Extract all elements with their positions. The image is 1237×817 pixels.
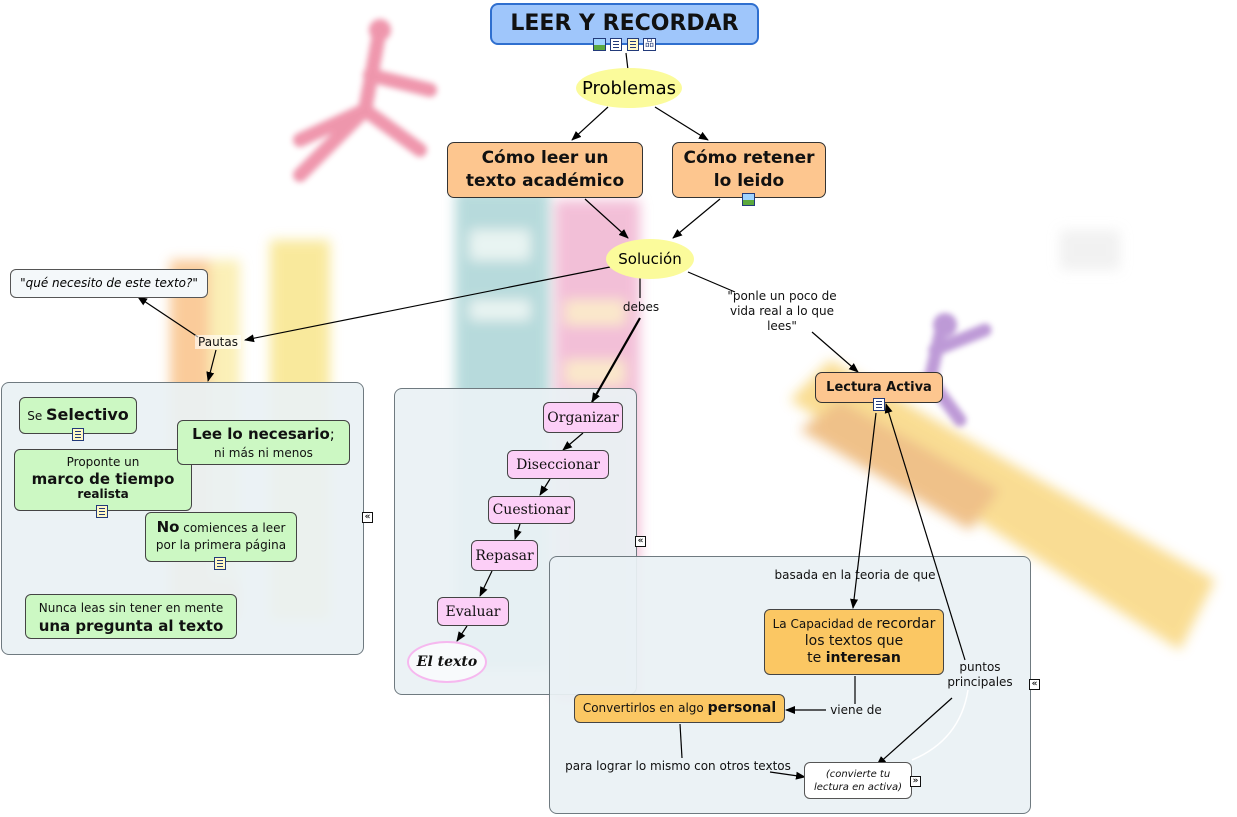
document-icon[interactable] xyxy=(627,38,639,51)
no-comiences-node[interactable]: No comiences a leer por la primera págin… xyxy=(145,512,297,562)
hierarchy-icon[interactable]: 品 xyxy=(643,38,656,51)
solucion-label: Solución xyxy=(618,250,682,268)
root-title: LEER Y RECORDAR xyxy=(510,11,739,36)
el-texto-node[interactable]: El texto xyxy=(407,641,487,683)
expand-convierte-button[interactable]: » xyxy=(910,776,921,787)
como-retener-node[interactable]: Cómo retener lo leido xyxy=(672,142,826,198)
selectivo-node[interactable]: Se Selectivo xyxy=(19,397,137,434)
como-leer-line2: texto académico xyxy=(465,171,625,191)
problemas-label: Problemas xyxy=(582,77,676,99)
pautas-label[interactable]: Pautas xyxy=(195,335,241,349)
nunca-leas-node[interactable]: Nunca leas sin tener en mente una pregun… xyxy=(25,594,237,639)
viene-de-label[interactable]: viene de xyxy=(830,703,882,717)
evaluar-node[interactable]: Evaluar xyxy=(437,597,509,626)
notes-icon[interactable] xyxy=(610,38,622,51)
como-retener-line1: Cómo retener xyxy=(683,148,815,168)
convertir-node[interactable]: Convertirlos en algo personal xyxy=(574,694,785,723)
repasar-node[interactable]: Repasar xyxy=(471,540,538,571)
pregunta-label: "qué necesito de este texto?" xyxy=(20,276,198,290)
collapse-pautas-button[interactable]: « xyxy=(362,512,373,523)
convierte-node[interactable]: (convierte tu lectura en activa) xyxy=(804,762,912,799)
lee-necesario-node[interactable]: Lee lo necesario; ni más ni menos xyxy=(177,420,350,465)
document-icon[interactable] xyxy=(214,557,226,570)
puntos-principales-label[interactable]: puntos principales xyxy=(947,660,1013,689)
notes-icon[interactable] xyxy=(873,398,885,411)
document-icon[interactable] xyxy=(72,428,84,441)
problemas-node[interactable]: Problemas xyxy=(576,68,682,108)
collapse-activa-button[interactable]: « xyxy=(1029,679,1040,690)
collapse-steps-button[interactable]: « xyxy=(635,536,646,547)
lectura-activa-label: Lectura Activa xyxy=(826,380,932,395)
como-retener-line2: lo leido xyxy=(713,171,785,191)
diseccionar-node[interactable]: Diseccionar xyxy=(507,450,609,479)
image-icon[interactable] xyxy=(593,38,606,51)
como-leer-node[interactable]: Cómo leer un texto académico xyxy=(447,142,643,198)
lectura-activa-node[interactable]: Lectura Activa xyxy=(815,372,943,403)
basada-label[interactable]: basada en la teoria de que xyxy=(774,568,936,582)
para-lograr-label[interactable]: para lograr lo mismo con otros textos xyxy=(565,759,791,773)
pregunta-node[interactable]: "qué necesito de este texto?" xyxy=(10,269,208,298)
capacidad-node[interactable]: La Capacidad de recordar los textos que … xyxy=(764,609,944,675)
organizar-node[interactable]: Organizar xyxy=(543,402,623,433)
image-icon[interactable] xyxy=(742,193,755,206)
cuestionar-node[interactable]: Cuestionar xyxy=(488,496,575,524)
marco-tiempo-node[interactable]: Proponte un marco de tiempo realista xyxy=(14,449,192,511)
ponle-label[interactable]: "ponle un poco de vida real a lo que lee… xyxy=(727,289,837,333)
root-topic[interactable]: LEER Y RECORDAR xyxy=(490,3,759,45)
debes-label[interactable]: debes xyxy=(622,300,660,314)
como-leer-line1: Cómo leer un xyxy=(481,148,609,168)
document-icon[interactable] xyxy=(96,505,108,518)
solucion-node[interactable]: Solución xyxy=(606,239,694,279)
